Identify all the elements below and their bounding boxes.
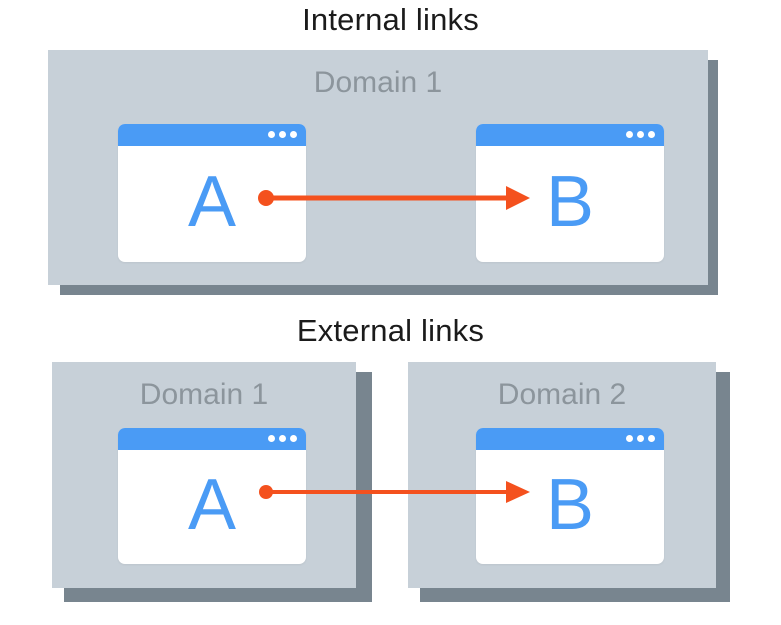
window-controls — [268, 435, 297, 442]
window-controls — [268, 131, 297, 138]
page-label-internal-b: B — [545, 162, 595, 242]
page-label-internal-a: A — [187, 162, 237, 242]
domain-label-external-domain-1: Domain 1 — [139, 378, 269, 411]
window-titlebar — [118, 124, 306, 146]
window-control-dot-icon — [648, 131, 655, 138]
window-control-dot-icon — [626, 435, 633, 442]
section-title-internal-links: Internal links — [302, 2, 479, 37]
window-control-dot-icon — [279, 435, 286, 442]
section-title-external-links: External links — [296, 313, 485, 348]
page-window-external-b[interactable]: B — [476, 428, 664, 564]
window-control-dot-icon — [279, 131, 286, 138]
window-control-dot-icon — [290, 131, 297, 138]
window-control-dot-icon — [648, 435, 655, 442]
domain-label-external-domain-2: Domain 2 — [497, 378, 627, 411]
domain-label-internal-domain-1: Domain 1 — [313, 66, 443, 99]
page-window-internal-a[interactable]: A — [118, 124, 306, 262]
page-window-external-a[interactable]: A — [118, 428, 306, 564]
window-controls — [626, 435, 655, 442]
page-window-internal-b[interactable]: B — [476, 124, 664, 262]
window-control-dot-icon — [290, 435, 297, 442]
page-label-external-a: A — [187, 465, 237, 545]
window-titlebar — [118, 428, 306, 450]
window-control-dot-icon — [626, 131, 633, 138]
window-control-dot-icon — [268, 131, 275, 138]
window-titlebar — [476, 124, 664, 146]
page-label-external-b: B — [545, 465, 595, 545]
window-control-dot-icon — [637, 435, 644, 442]
window-control-dot-icon — [268, 435, 275, 442]
window-controls — [626, 131, 655, 138]
window-control-dot-icon — [637, 131, 644, 138]
window-titlebar — [476, 428, 664, 450]
